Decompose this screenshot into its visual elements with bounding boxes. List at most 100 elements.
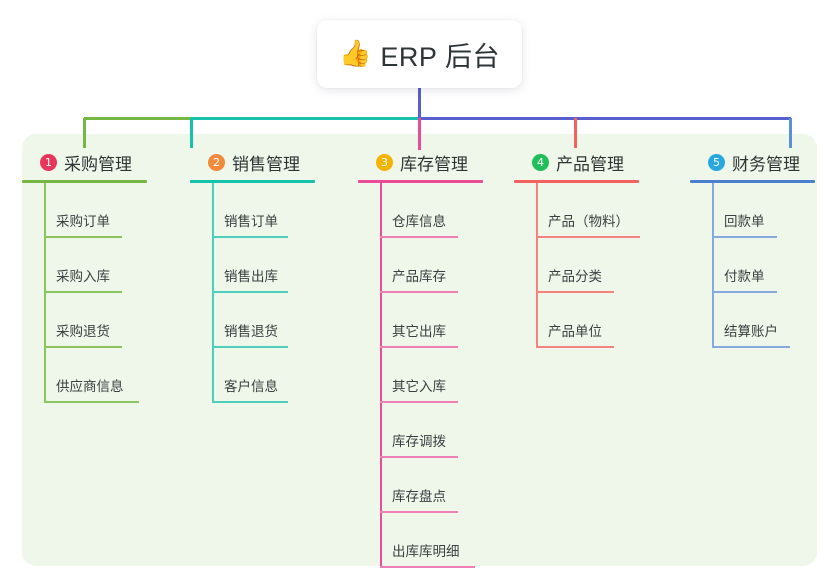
leaf-item[interactable]: 采购退货 — [22, 293, 182, 348]
branch-items-3: 仓库信息 产品库存 其它出库 其它入库 库存调拨 库存盘点 — [358, 183, 528, 568]
leaf-item[interactable]: 其它出库 — [358, 293, 528, 348]
leaf-label: 付款单 — [724, 269, 765, 284]
leaf-rule — [380, 346, 458, 348]
branch-title-1: 采购管理 — [64, 154, 132, 174]
leaf-item[interactable]: 回款单 — [690, 183, 839, 238]
leaf-rule — [536, 346, 614, 348]
leaf-item[interactable]: 供应商信息 — [22, 348, 182, 403]
branch-rule-3 — [358, 180, 483, 183]
leaf-label: 其它入库 — [392, 379, 446, 394]
thumbs-up-icon: 👍 — [339, 39, 372, 69]
branch-column-3: 3 库存管理 仓库信息 产品库存 其它出库 其它入库 库存调拨 — [358, 150, 528, 568]
leaf-item[interactable]: 产品分类 — [514, 238, 694, 293]
leaf-label: 其它出库 — [392, 324, 446, 339]
leaf-item[interactable]: 库存盘点 — [358, 458, 528, 513]
leaf-label: 产品库存 — [392, 269, 446, 284]
leaf-rule — [380, 456, 458, 458]
branch-badge-4: 4 — [532, 153, 549, 171]
branch-title-3: 库存管理 — [400, 154, 468, 174]
leaf-item[interactable]: 产品（物料） — [514, 183, 694, 238]
leaf-label: 供应商信息 — [56, 379, 124, 394]
leaf-label: 销售退货 — [224, 324, 278, 339]
leaf-rule — [536, 291, 614, 293]
branch-header-5[interactable]: 5 财务管理 — [690, 150, 839, 174]
branch-header-4[interactable]: 4 产品管理 — [514, 150, 694, 174]
leaf-rule — [212, 291, 288, 293]
leaf-item[interactable]: 销售出库 — [190, 238, 350, 293]
leaf-rule — [380, 511, 458, 513]
root-node[interactable]: 👍 ERP 后台 — [317, 20, 522, 88]
leaf-label: 采购入库 — [56, 269, 110, 284]
branch-header-1[interactable]: 1 采购管理 — [22, 150, 182, 174]
leaf-item[interactable]: 产品库存 — [358, 238, 528, 293]
leaf-label: 产品（物料） — [548, 214, 629, 229]
branch-rule-1 — [22, 180, 147, 183]
branch-items-2: 销售订单 销售出库 销售退货 客户信息 — [190, 183, 350, 403]
leaf-rule — [44, 401, 139, 403]
leaf-label: 产品单位 — [548, 324, 602, 339]
leaf-item[interactable]: 销售退货 — [190, 293, 350, 348]
branch-header-3[interactable]: 3 库存管理 — [358, 150, 528, 174]
leaf-rule — [44, 236, 122, 238]
leaf-item[interactable]: 产品单位 — [514, 293, 694, 348]
branch-title-4: 产品管理 — [556, 154, 624, 174]
leaf-label: 销售订单 — [224, 214, 278, 229]
root-node-content: 👍 ERP 后台 — [339, 35, 500, 74]
leaf-label: 采购订单 — [56, 214, 110, 229]
branch-spine-3 — [380, 183, 382, 568]
branch-items-5: 回款单 付款单 结算账户 — [690, 183, 839, 348]
leaf-rule — [712, 291, 777, 293]
leaf-label: 出库库明细 — [392, 544, 460, 559]
branch-column-5: 5 财务管理 回款单 付款单 结算账户 — [690, 150, 839, 348]
branch-rule-2 — [190, 180, 315, 183]
leaf-item[interactable]: 其它入库 — [358, 348, 528, 403]
branch-column-1: 1 采购管理 采购订单 采购入库 采购退货 供应商信息 — [22, 150, 182, 403]
branch-badge-3: 3 — [376, 153, 393, 171]
branch-spine-4 — [536, 183, 538, 348]
diagram-panel — [22, 134, 817, 566]
leaf-item[interactable]: 库存调拨 — [358, 403, 528, 458]
leaf-rule — [44, 346, 122, 348]
leaf-label: 采购退货 — [56, 324, 110, 339]
leaf-rule — [380, 236, 458, 238]
leaf-item[interactable]: 仓库信息 — [358, 183, 528, 238]
branch-badge-1: 1 — [40, 153, 57, 171]
branch-spine-5 — [712, 183, 714, 348]
leaf-label: 产品分类 — [548, 269, 602, 284]
branch-column-4: 4 产品管理 产品（物料） 产品分类 产品单位 — [514, 150, 694, 348]
leaf-item[interactable]: 客户信息 — [190, 348, 350, 403]
leaf-rule — [712, 236, 777, 238]
leaf-item[interactable]: 出库库明细 — [358, 513, 528, 568]
leaf-item[interactable]: 销售订单 — [190, 183, 350, 238]
branch-title-5: 财务管理 — [732, 154, 800, 174]
leaf-rule — [536, 236, 640, 238]
branch-badge-5: 5 — [708, 153, 725, 171]
leaf-label: 库存盘点 — [392, 489, 446, 504]
branch-rule-4 — [514, 180, 639, 183]
branch-items-1: 采购订单 采购入库 采购退货 供应商信息 — [22, 183, 182, 403]
leaf-rule — [380, 401, 458, 403]
branch-items-4: 产品（物料） 产品分类 产品单位 — [514, 183, 694, 348]
leaf-rule — [212, 346, 288, 348]
leaf-label: 库存调拨 — [392, 434, 446, 449]
leaf-label: 仓库信息 — [392, 214, 446, 229]
branch-column-2: 2 销售管理 销售订单 销售出库 销售退货 客户信息 — [190, 150, 350, 403]
leaf-label: 销售出库 — [224, 269, 278, 284]
leaf-item[interactable]: 结算账户 — [690, 293, 839, 348]
branch-header-2[interactable]: 2 销售管理 — [190, 150, 350, 174]
leaf-item[interactable]: 采购入库 — [22, 238, 182, 293]
leaf-item[interactable]: 采购订单 — [22, 183, 182, 238]
branch-spine-2 — [212, 183, 214, 403]
leaf-rule — [712, 346, 790, 348]
leaf-rule — [44, 291, 122, 293]
leaf-label: 回款单 — [724, 214, 765, 229]
branch-spine-1 — [44, 183, 46, 403]
leaf-label: 客户信息 — [224, 379, 278, 394]
leaf-rule — [212, 401, 288, 403]
root-node-label: ERP 后台 — [380, 41, 500, 72]
leaf-rule — [380, 566, 475, 568]
leaf-item[interactable]: 付款单 — [690, 238, 839, 293]
leaf-label: 结算账户 — [724, 324, 778, 339]
branch-badge-2: 2 — [208, 153, 225, 171]
